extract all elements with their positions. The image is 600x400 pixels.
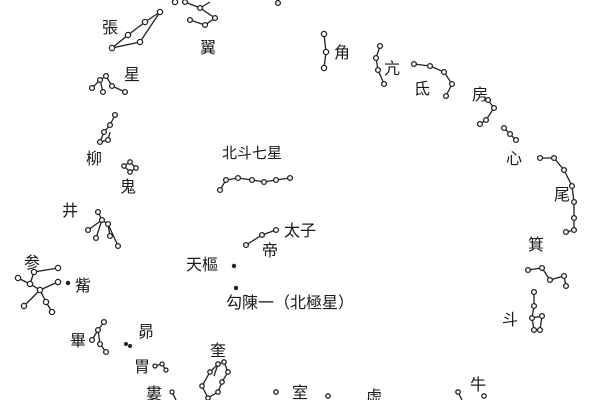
label-gouchen: 勾陳一（北極星）: [226, 293, 354, 312]
label-jiao: 角: [334, 43, 350, 62]
label-kang: 亢: [384, 59, 400, 78]
label-zi: 觜: [75, 276, 91, 295]
constellation-zi: [65, 280, 71, 286]
constellation-liu: [96, 111, 119, 146]
label-emperor: 帝: [262, 241, 278, 260]
constellation-shi: [273, 389, 279, 395]
constellation-di-taizi: [242, 226, 280, 249]
label-shen: 参: [24, 253, 40, 272]
constellation-xu: [325, 393, 331, 399]
label-tianshu: 天樞: [186, 255, 218, 274]
label-di: 氐: [414, 79, 430, 98]
constellation-fang: [476, 96, 498, 128]
star-tianshu: [231, 263, 237, 269]
constellation-ji: [524, 264, 570, 290]
star-gouchen: [233, 285, 239, 291]
constellation-gui: [121, 159, 139, 175]
label-zhang: 張: [102, 18, 118, 37]
constellation-zhang: [108, 0, 179, 52]
constellation-jing: [84, 208, 122, 250]
constellation-beidou: [216, 174, 294, 194]
label-liu: 柳: [86, 149, 102, 168]
label-beidou: 北斗七星: [222, 144, 282, 162]
label-shi: 室: [292, 383, 308, 400]
constellation-yi: [181, 0, 282, 29]
constellation-dou: [528, 288, 546, 334]
label-bi: 畢: [70, 331, 86, 350]
label-yi: 翼: [200, 38, 216, 57]
constellation-kang: [372, 42, 388, 88]
constellation-kui: [199, 359, 231, 400]
constellation-wei-tail: [536, 154, 578, 236]
label-wei: 胃: [134, 357, 150, 376]
constellation-wei: [152, 361, 169, 373]
label-niu: 牛: [470, 375, 486, 394]
label-taizi: 太子: [284, 221, 316, 240]
label-xin: 心: [506, 149, 522, 168]
constellation-lou: [169, 389, 177, 400]
label-kui: 奎: [210, 341, 226, 360]
constellation-xin: [500, 124, 520, 144]
label-jing: 井: [62, 201, 78, 220]
label-ji: 箕: [528, 235, 544, 254]
constellation-xing: [88, 72, 129, 96]
constellation-jiao: [320, 30, 330, 72]
constellation-niu: [455, 389, 487, 400]
label-xing: 星: [124, 65, 140, 84]
constellation-bi: [88, 318, 110, 356]
label-dou: 斗: [502, 310, 518, 329]
label-wei-tail: 尾: [554, 185, 570, 204]
label-gui: 鬼: [120, 177, 136, 196]
label-xu: 虚: [366, 387, 382, 400]
constellation-di: [410, 60, 456, 100]
constellation-mao: [124, 342, 132, 348]
label-lou: 婁: [146, 384, 162, 400]
label-mao: 昴: [138, 322, 154, 341]
constellation-shen: [14, 264, 62, 316]
label-fang: 房: [472, 85, 488, 104]
